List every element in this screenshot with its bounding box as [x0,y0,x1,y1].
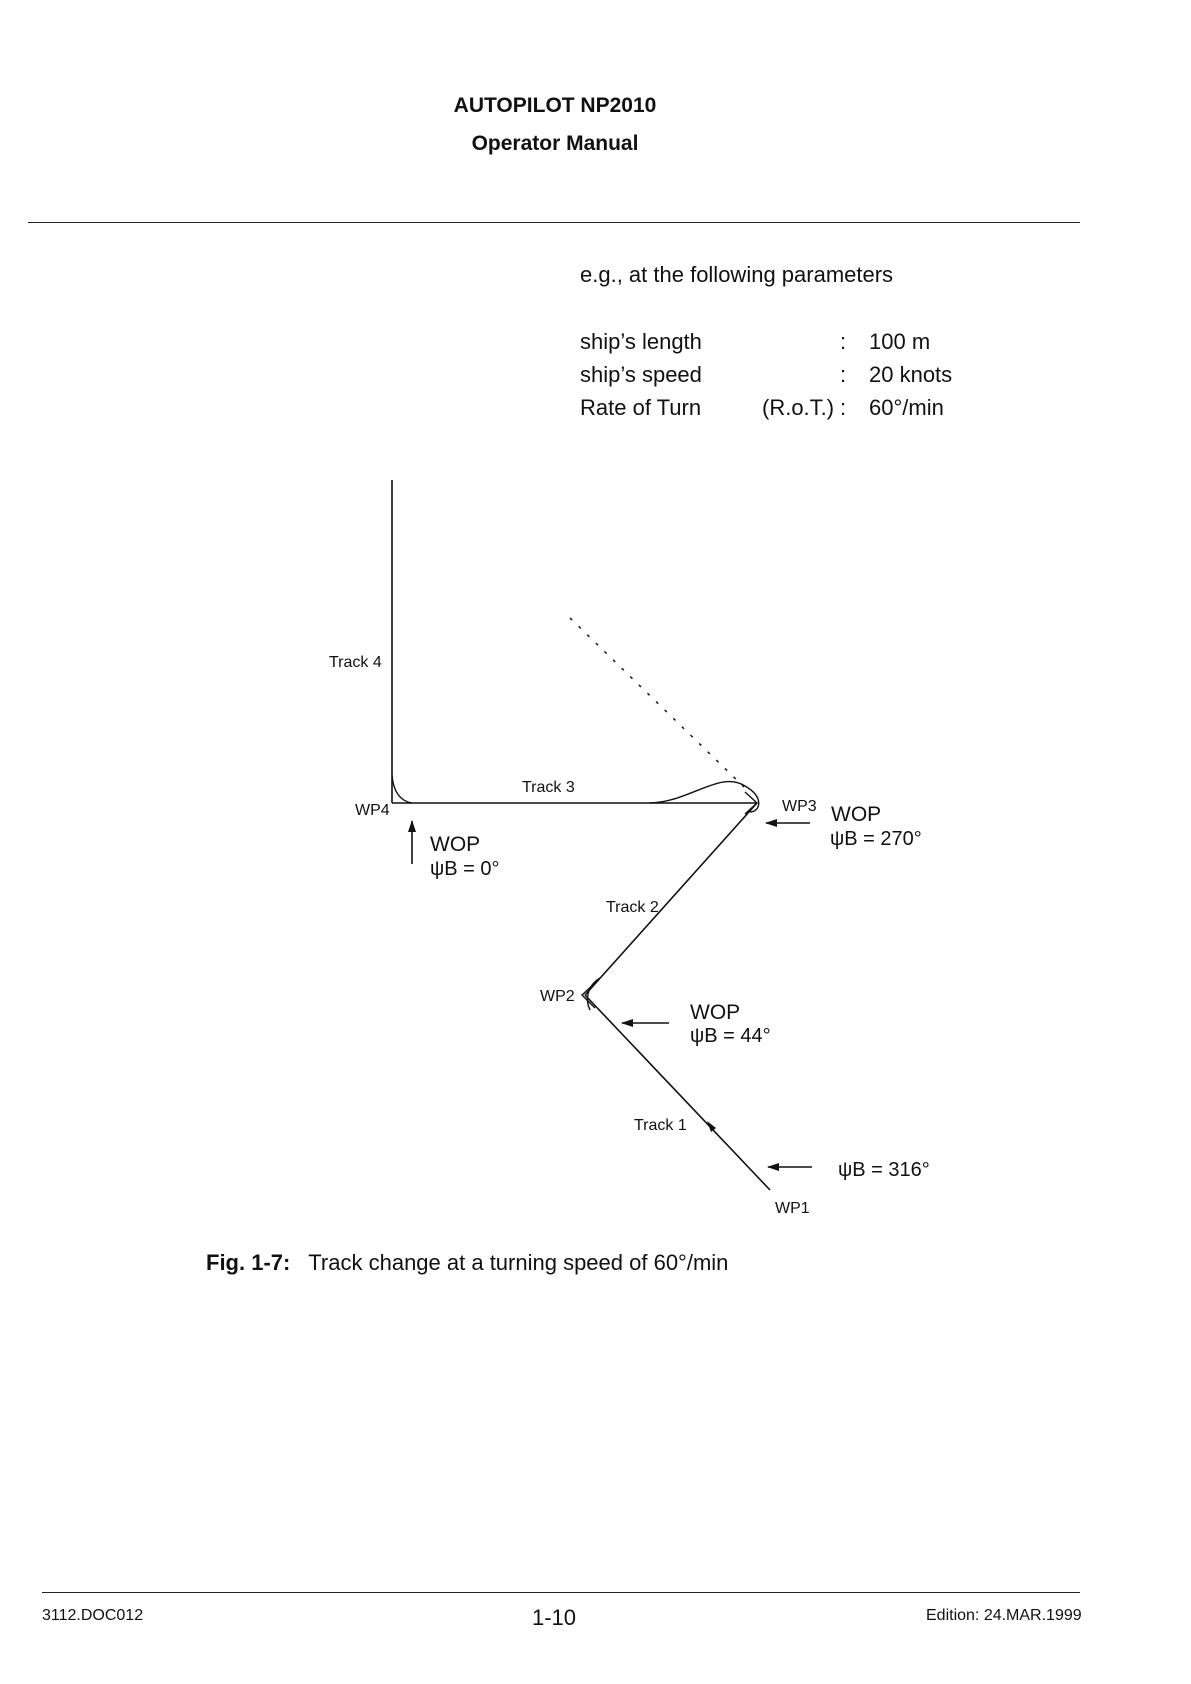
track-1-line [584,994,771,1191]
heading-label-wp4: ψB = 0° [430,858,500,880]
heading-label-wp1: ψB = 316° [838,1159,930,1181]
track-4-label: Track 4 [329,654,382,671]
param-sep-length: : [840,329,847,354]
param-qualifier-rot: (R.o.T.) [762,395,835,420]
track-2-line [584,802,758,996]
dotted-guide-line [569,617,745,788]
wp3-label: WP3 [782,798,817,815]
wop-label-wp3: WOP [831,803,881,826]
intro-text: e.g., at the following parameters [580,262,894,287]
footer-edition: Edition: 24.MAR.1999 [926,1607,1082,1624]
figure-number: Fig. 1-7: [206,1250,291,1275]
turn-path-wp4 [391,774,413,804]
heading-label-wp2: ψB = 44° [690,1025,771,1047]
param-label-speed: ship’s speed [580,362,702,387]
track-2-label: Track 2 [606,899,659,916]
track-3-label: Track 3 [522,779,575,796]
turn-path-wp3 [649,780,760,813]
param-value-length: 100 m [869,329,931,354]
param-label-length: ship’s length [580,329,702,354]
wop-label-wp2: WOP [690,1001,740,1024]
param-label-rot: Rate of Turn [580,395,702,420]
wop-label-wp4: WOP [430,833,480,856]
wp2-marker [580,982,596,1009]
header-rule [28,222,1080,223]
document-subtitle: Operator Manual [471,132,639,155]
param-sep-speed: : [840,362,847,387]
footer-rule [42,1592,1080,1593]
param-sep-rot: : [840,395,847,420]
param-value-rot: 60°/min [869,395,944,420]
figure-caption-text: Track change at a turning speed of 60°/m… [308,1250,729,1275]
param-value-speed: 20 knots [869,362,953,387]
wp1-label: WP1 [775,1200,810,1217]
turn-path-wp2 [586,977,601,1011]
footer-doc-id: 3112.DOC012 [42,1607,144,1624]
wp3-marker [744,791,759,815]
wp4-label: WP4 [355,802,390,819]
figure-caption: Fig. 1-7: Track change at a turning spee… [206,1250,728,1276]
wp2-label: WP2 [540,988,575,1005]
track-1-label: Track 1 [634,1117,687,1134]
heading-label-wp3: ψB = 270° [830,828,922,850]
track-1-arrowhead [707,1121,716,1132]
footer-page-number: 1-10 [532,1605,577,1630]
document-title: AUTOPILOT NP2010 [453,94,657,117]
